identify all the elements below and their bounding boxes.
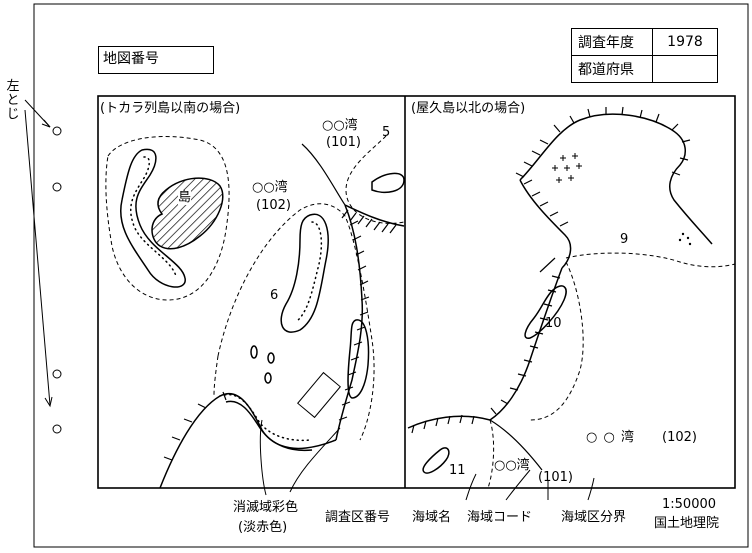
binding-hole [52, 126, 62, 136]
right-panel-map [407, 106, 736, 501]
zone-number-11: 11 [449, 463, 466, 478]
publisher-label: 国土地理院 [654, 516, 720, 531]
legend-zone-name: 海域名 [412, 510, 452, 525]
zone-boundary [105, 136, 230, 301]
bay-boundary [489, 419, 543, 471]
coastline [335, 204, 364, 441]
zone-boundary [529, 261, 584, 421]
map-number-label: 地図番号 [103, 51, 159, 67]
reef-dots [130, 156, 177, 277]
coastline [344, 204, 405, 227]
zone-boundary [565, 252, 736, 268]
binding-note: 左とじ [6, 79, 20, 122]
bay-code-102-left: (102) [256, 198, 291, 213]
zone-boundary [217, 203, 375, 441]
zone-number-5: 5 [382, 125, 391, 140]
binding-hole [52, 424, 62, 434]
legend-vanished-color: 消滅域彩色 [233, 500, 299, 515]
bay-code-101-right: (101) [538, 470, 573, 485]
survey-area-box [297, 371, 341, 419]
binding-holes [52, 126, 62, 434]
coastline [159, 393, 337, 489]
coastline [489, 267, 563, 421]
right-panel-title: (屋久島以北の場合) [411, 101, 526, 116]
island-label: 島 [178, 190, 192, 205]
scale-label: 1:50000 [662, 497, 717, 512]
coastline [519, 113, 713, 245]
map-frame [97, 95, 736, 489]
bay-name-101-right: ○○湾 [494, 458, 530, 473]
bay-name-102-left: ○○湾 [252, 180, 288, 195]
legend-vanished-color-sub: (淡赤色) [238, 520, 288, 535]
binding-arrows [24, 99, 53, 408]
bay-name-102-right: ○ ○ 湾 [586, 430, 635, 445]
meta-table: 調査年度 1978 都道府県 [571, 28, 718, 83]
sheet-border [33, 3, 749, 548]
prefecture-label: 都道府県 [571, 55, 653, 83]
bay-boundary [301, 143, 346, 206]
left-panel-title: (トカラ列島以南の場合) [100, 101, 241, 116]
island-shape [151, 177, 224, 250]
binding-hole [52, 369, 62, 379]
zone-number-6: 6 [270, 288, 279, 303]
survey-year-value: 1978 [652, 28, 718, 56]
cross-marks [552, 153, 582, 183]
zone-number-10: 10 [545, 316, 562, 331]
legend-survey-number: 調査区番号 [325, 510, 391, 525]
map-number-box: 地図番号 [98, 46, 214, 74]
legend-zone-boundary: 海域区分界 [561, 510, 627, 525]
binding-hole [52, 182, 62, 192]
reef-outline [524, 285, 567, 339]
reef-outline [120, 148, 186, 288]
legend-zone-code: 海域コード [467, 510, 533, 525]
bay-code-101-left: (101) [326, 135, 361, 150]
prefecture-value [652, 55, 718, 83]
zone-number-9: 9 [620, 232, 629, 247]
survey-year-label: 調査年度 [571, 28, 653, 56]
reef-outline [280, 213, 329, 333]
left-panel-map [105, 135, 405, 496]
bay-code-102-right: (102) [662, 430, 697, 445]
bay-name-101-left: ○○湾 [322, 118, 358, 133]
zone-boundary [345, 135, 405, 224]
reef-outline [422, 447, 450, 474]
